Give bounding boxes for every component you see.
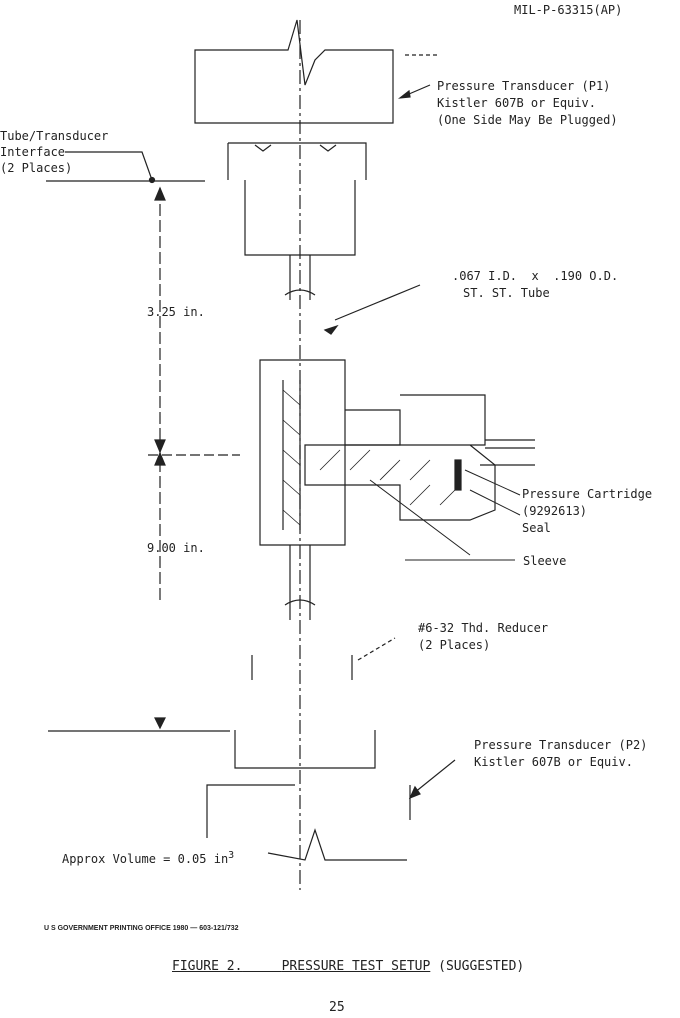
p2-transducer xyxy=(206,784,411,861)
reducer-label-line1: #6-32 Thd. Reducer xyxy=(418,621,549,635)
upper-reducer xyxy=(227,142,367,256)
p2-label-line1: Pressure Transducer (P2) xyxy=(474,738,648,752)
cartridge-body xyxy=(259,359,401,546)
interface-label-line2: Interface xyxy=(0,145,66,159)
tube-upper xyxy=(284,255,316,300)
tube-label-line2: ST. ST. Tube xyxy=(463,286,550,300)
volume-text: Approx Volume = 0.05 in xyxy=(62,852,229,866)
interface-label-line1: Tube/Transducer xyxy=(0,129,109,143)
tube-label-line1: .067 I.D. x .190 O.D. xyxy=(452,269,619,283)
sleeve-label: Sleeve xyxy=(523,554,567,568)
lower-reducer xyxy=(234,655,376,769)
p1-label-line3: (One Side May Be Plugged) xyxy=(437,113,618,127)
p2-label-line2: Kistler 607B or Equiv. xyxy=(474,755,633,769)
p1-label-line1: Pressure Transducer (P1) xyxy=(437,79,611,93)
interface-label-line3: (2 Places) xyxy=(0,161,73,175)
figure-caption: FIGURE 2. PRESSURE TEST SETUP (SUGGESTED… xyxy=(172,959,524,975)
dimension-lower: 9.00 in. xyxy=(147,541,205,555)
figure-note: (SUGGESTED) xyxy=(438,959,525,974)
figure-title: PRESSURE TEST SETUP xyxy=(281,959,431,974)
tube-lower xyxy=(284,545,316,620)
reducer-label-line2: (2 Places) xyxy=(418,638,491,652)
seal-label: Seal xyxy=(522,521,551,535)
document-id: MIL-P-63315(AP) xyxy=(514,3,623,17)
printing-office-note: U S GOVERNMENT PRINTING OFFICE 1980 — 60… xyxy=(44,925,239,932)
cartridge-label-line1: Pressure Cartridge xyxy=(522,487,653,501)
p1-label-line2: Kistler 607B or Equiv. xyxy=(437,96,596,110)
volume-exponent: 3 xyxy=(228,850,235,861)
cartridge-label-line2: (9292613) xyxy=(522,504,588,518)
cartridge-holder xyxy=(304,394,496,521)
figure-label: FIGURE 2. xyxy=(172,959,243,974)
p1-transducer xyxy=(194,19,394,124)
page-number: 25 xyxy=(329,1000,345,1015)
volume-label: Approx Volume = 0.05 in3 xyxy=(62,848,234,867)
dimension-upper: 3.25 in. xyxy=(147,305,205,319)
